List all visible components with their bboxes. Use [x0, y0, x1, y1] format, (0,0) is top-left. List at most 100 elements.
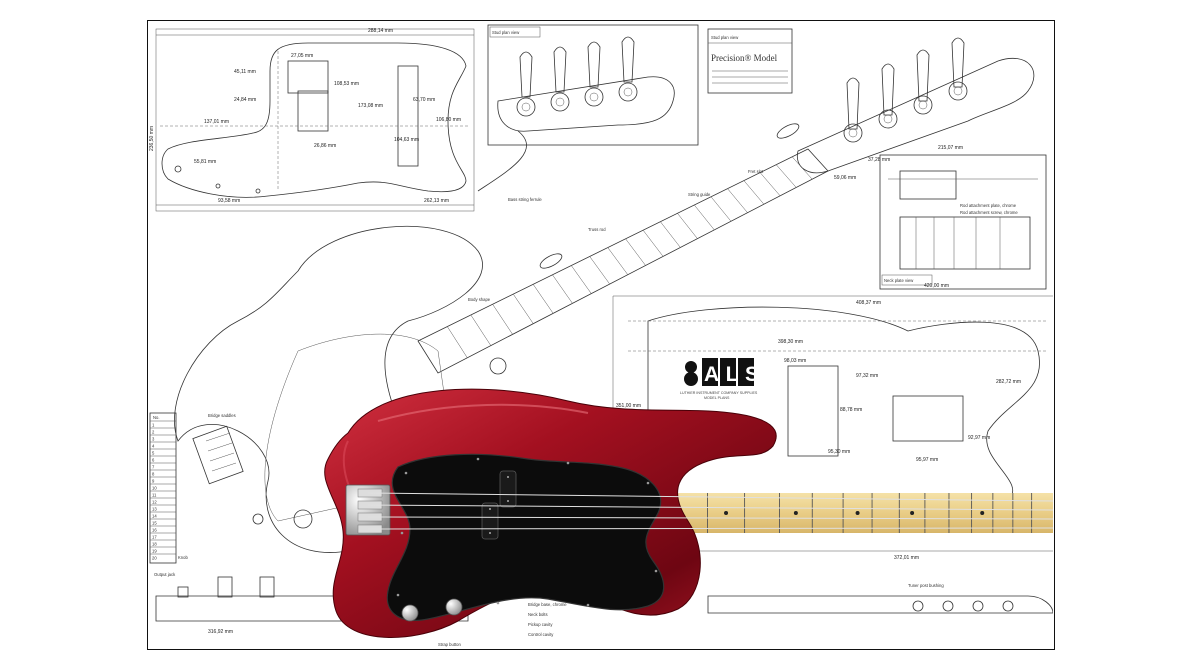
annotation: Fret slot [748, 169, 764, 174]
parts-row: 12 [152, 500, 157, 505]
dim-text: 92,97 mm [968, 435, 990, 441]
bass-guitar-photo [324, 388, 1054, 638]
als-logo: ALS LUTHIER INSTRUMENT COMPANY SUPPLIES … [680, 358, 766, 400]
parts-row: 10 [152, 486, 157, 491]
detail-label: Rod attachment screw, chrome [960, 210, 1018, 215]
tuner-row [516, 36, 638, 117]
fret-line [660, 221, 681, 248]
annotation: Bridge saddles [208, 413, 236, 418]
annotation: Truss rod [588, 227, 606, 232]
fret-line [532, 284, 554, 314]
parts-row: 7 [152, 465, 155, 470]
box-header: Stud plan view [492, 30, 520, 35]
fret-line [607, 247, 628, 275]
dim-text: 372,01 mm [894, 555, 919, 561]
dim-text: 37,28 mm [868, 157, 890, 163]
pickup-top [499, 470, 517, 508]
dim-text: 351,00 mm [616, 403, 641, 409]
fret-inlay [724, 511, 729, 515]
dim-text: 108,53 mm [334, 81, 359, 87]
parts-row: 20 [152, 556, 157, 561]
detail-header: Neck plate view [884, 278, 914, 283]
headstock-right: 215,07 mm 37,28 mm 59,06 mm [796, 37, 1035, 181]
detail-label: Rod attachment plate, chrome [960, 203, 1017, 208]
fret-inlay [793, 511, 798, 515]
neck-outline: Fret slot String guide Truss rod Bass st… [417, 123, 829, 374]
annotation: Tuner post bushing [908, 583, 944, 588]
fret-lines [447, 156, 813, 358]
dim-text: 282,72 mm [996, 379, 1021, 385]
dim-text: 420,00 mm [924, 283, 949, 289]
neckplate-detail: Rod attachment plate, chrome Rod attachm… [879, 154, 1047, 290]
dim-text: 45,11 mm [234, 69, 256, 75]
knob-tone [445, 598, 463, 616]
dim-text: 95,97 mm [916, 457, 938, 463]
plan-drawing: 288,14 mm 27,05 mm 45,11 mm 108,53 mm 24… [149, 24, 1054, 647]
fret-line [492, 304, 513, 335]
annotation: Bridge base, chrome [528, 602, 567, 607]
parts-row: 9 [152, 479, 155, 484]
parts-row: 16 [152, 528, 157, 533]
parts-row: 17 [152, 535, 157, 540]
plan-sheet: 288,14 mm 27,05 mm 45,11 mm 108,53 mm 24… [147, 20, 1055, 650]
fret-line [589, 256, 610, 285]
fret-inlay [980, 511, 985, 515]
annotation: Neck bolts [528, 612, 548, 617]
fret-line [470, 314, 492, 346]
parts-list-title: No. [153, 415, 160, 420]
parts-row: 4 [152, 444, 155, 449]
side-view: Output jack Knob 316,92 mm Tuner post bu… [154, 555, 1054, 647]
fret-line [776, 164, 797, 188]
fret-line [759, 172, 781, 196]
logo-mark-top [685, 361, 697, 373]
parts-row: 15 [152, 521, 157, 526]
dim-text: 137,01 mm [204, 119, 229, 125]
pickguard-plan: 288,14 mm 27,05 mm 45,11 mm 108,53 mm 24… [149, 28, 475, 212]
headstock-detail: Stud plan view [487, 24, 699, 146]
dim-text: 98,03 mm [784, 358, 806, 364]
dim-text: 97,32 mm [856, 373, 878, 379]
title-block: Stud plan view Precision® Model [707, 28, 793, 94]
dim-text: 316,92 mm [208, 629, 233, 635]
dim-text: 55,81 mm [194, 159, 216, 165]
fret-line [447, 326, 468, 358]
logo-caption-2: MODEL PLANS [704, 396, 730, 400]
dim-text: 88,78 mm [840, 407, 862, 413]
fret-line [552, 274, 573, 304]
fret-line [727, 188, 748, 213]
knob-volume [401, 604, 419, 622]
bridge [345, 484, 391, 536]
parts-row: 1 [152, 423, 155, 428]
annotation: Control cavity [528, 632, 554, 637]
parts-row: 2 [152, 430, 155, 435]
fret-line [791, 156, 813, 180]
dim-text: 106,80 mm [436, 117, 461, 123]
dim-text: 398,30 mm [778, 339, 803, 345]
logo-brand: ALS [704, 363, 766, 386]
fret-line [642, 230, 664, 257]
dim-text: 288,14 mm [368, 28, 393, 34]
logo-mark-bottom [684, 372, 698, 386]
parts-row: 18 [152, 542, 157, 547]
logo-caption: LUTHIER INSTRUMENT COMPANY SUPPLIES [680, 391, 758, 395]
dim-text: 59,06 mm [834, 175, 856, 181]
dim-text: 27,05 mm [291, 53, 313, 59]
annotation: Output jack [154, 572, 176, 577]
parts-row: 8 [152, 472, 155, 477]
dim-text: 215,07 mm [938, 145, 963, 151]
parts-row: 6 [152, 458, 155, 463]
title-header: Stud plan view [711, 35, 739, 40]
annotation: Bass string ferrule [508, 197, 542, 202]
annotation: Pickup cavity [528, 622, 553, 627]
dim-text: 93,58 mm [218, 198, 240, 204]
dim-text: 262,13 mm [424, 198, 449, 204]
dim-text: 173,08 mm [358, 103, 383, 109]
parts-row: 3 [152, 437, 155, 442]
dim-text: 24,84 mm [234, 97, 256, 103]
parts-row: 14 [152, 514, 157, 519]
pickup-bottom [481, 502, 499, 540]
fret-line [513, 293, 534, 324]
fret-line [743, 180, 765, 205]
